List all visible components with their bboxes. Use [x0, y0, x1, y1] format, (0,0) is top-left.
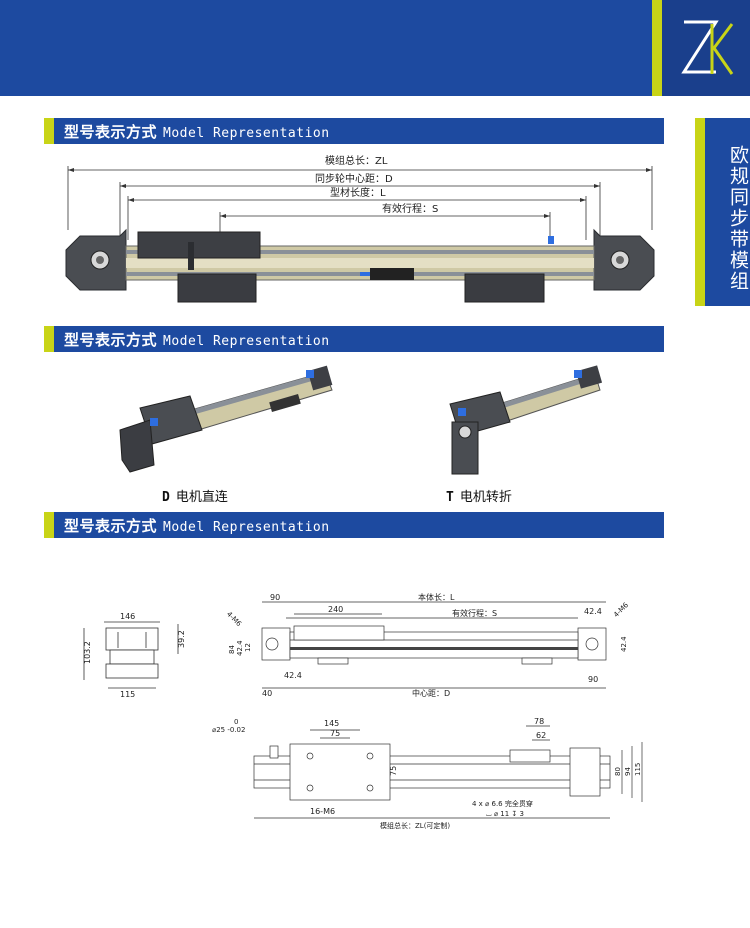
front-dim-12: 12	[244, 643, 252, 652]
front-dim-m6-left: 4-M6	[225, 610, 243, 628]
zk-logo-icon	[681, 20, 734, 75]
front-view-drawing: 90 本体长：L 240 有效行程：S 42.4 4-M6 4-M6 84 42…	[225, 592, 631, 698]
front-dim-84: 84	[228, 645, 236, 654]
top-dim-80: 80	[614, 767, 622, 776]
dim-label-s: 有效行程：S	[382, 202, 438, 215]
side-dim-right: 39.2	[177, 630, 186, 648]
sensor-block	[370, 268, 414, 280]
side-dim-width: 146	[120, 612, 135, 621]
side-tab-accent	[695, 118, 705, 306]
section-header-1: 型号表示方式 Model Representation	[44, 118, 664, 144]
top-dim-78: 78	[534, 717, 544, 726]
top-dim-total-length: 模组总长：ZL(可定制)	[380, 821, 450, 830]
top-dim-counterbore: ⌴ ⌀ 11 ↧ 3	[486, 810, 524, 818]
front-dim-center: 中心距：D	[412, 688, 450, 698]
carriage	[137, 231, 261, 259]
left-mounting-foot	[177, 273, 257, 303]
section-accent	[44, 326, 54, 352]
front-dim-90b: 90	[588, 675, 598, 684]
section-title: 型号表示方式 Model Representation	[64, 329, 330, 350]
variant-code-d: D	[162, 490, 170, 505]
variant-label-t: 电机转折	[459, 490, 512, 505]
variant-code-t: T	[446, 490, 454, 505]
front-dim-42d: 42.4	[284, 671, 302, 680]
folded-motor-variant-render	[449, 365, 603, 475]
direct-motor-variant-render	[119, 365, 333, 473]
top-dim-holes: 4 x ⌀ 6.6 完全贯穿	[472, 799, 533, 808]
section-title-cn: 型号表示方式	[64, 123, 158, 141]
dim-label-zl: 模组总长：ZL	[325, 154, 388, 167]
front-dim-90a: 90	[270, 593, 280, 602]
top-dim-shaft: ⌀25 -0.02	[212, 726, 245, 734]
accent-stripe	[652, 0, 662, 96]
top-dim-94: 94	[624, 767, 632, 776]
top-dim-62: 62	[536, 731, 546, 740]
side-dim-height: 103.2	[83, 641, 92, 664]
section-header-3: 型号表示方式 Model Representation	[44, 512, 664, 538]
section-accent	[44, 118, 54, 144]
top-dim-16m6: 16-M6	[310, 807, 335, 816]
front-dim-240: 240	[328, 605, 343, 614]
side-tab: 欧规同步带模组	[695, 118, 750, 306]
section-title-cn: 型号表示方式	[64, 331, 158, 349]
dim-label-l: 型材长度：L	[330, 186, 386, 199]
section-title-en: Model Representation	[163, 334, 330, 349]
variant-label-d: 电机直连	[175, 490, 228, 505]
top-dim-145: 145	[324, 719, 339, 728]
logo-panel	[662, 0, 750, 96]
top-view-drawing: 0 ⌀25 -0.02 145 75 75 16-M6 78 62 80 94 …	[212, 717, 643, 830]
side-tab-text: 欧规同步带模组	[705, 118, 750, 306]
front-dim-42c: 42.4	[620, 636, 628, 652]
section-title-cn: 型号表示方式	[64, 517, 158, 535]
right-mounting-foot	[464, 273, 545, 303]
section-accent	[44, 512, 54, 538]
top-dim-75a: 75	[330, 729, 340, 738]
section-title: 型号表示方式 Model Representation	[64, 515, 330, 536]
front-dim-stroke: 有效行程：S	[452, 608, 497, 618]
section-title-en: Model Representation	[163, 520, 330, 535]
front-dim-40: 40	[262, 689, 272, 698]
side-view-drawing: 146 103.2 39.2 115	[83, 612, 186, 698]
top-banner	[0, 0, 750, 96]
front-dim-42b: 42.4	[236, 640, 244, 656]
section-title-en: Model Representation	[163, 126, 330, 141]
front-dim-body-length: 本体长：L	[418, 592, 455, 602]
section-header-2: 型号表示方式 Model Representation	[44, 326, 664, 352]
front-dim-m6-right: 4-M6	[612, 601, 630, 619]
caption-folded: T 电机转折	[446, 486, 512, 505]
caption-direct: D 电机直连	[162, 486, 228, 505]
top-dim-115: 115	[634, 763, 642, 776]
top-dim-tolerance: 0	[234, 718, 238, 726]
front-dim-42a: 42.4	[584, 607, 602, 616]
module-dimension-figure: 模组总长：ZL 同步轮中心距：D 型材长度：L 有效行程：S	[65, 154, 655, 303]
dim-label-d: 同步轮中心距：D	[315, 172, 393, 185]
side-dim-base: 115	[120, 690, 135, 698]
top-dim-75b: 75	[389, 766, 398, 776]
section-title: 型号表示方式 Model Representation	[64, 121, 330, 142]
